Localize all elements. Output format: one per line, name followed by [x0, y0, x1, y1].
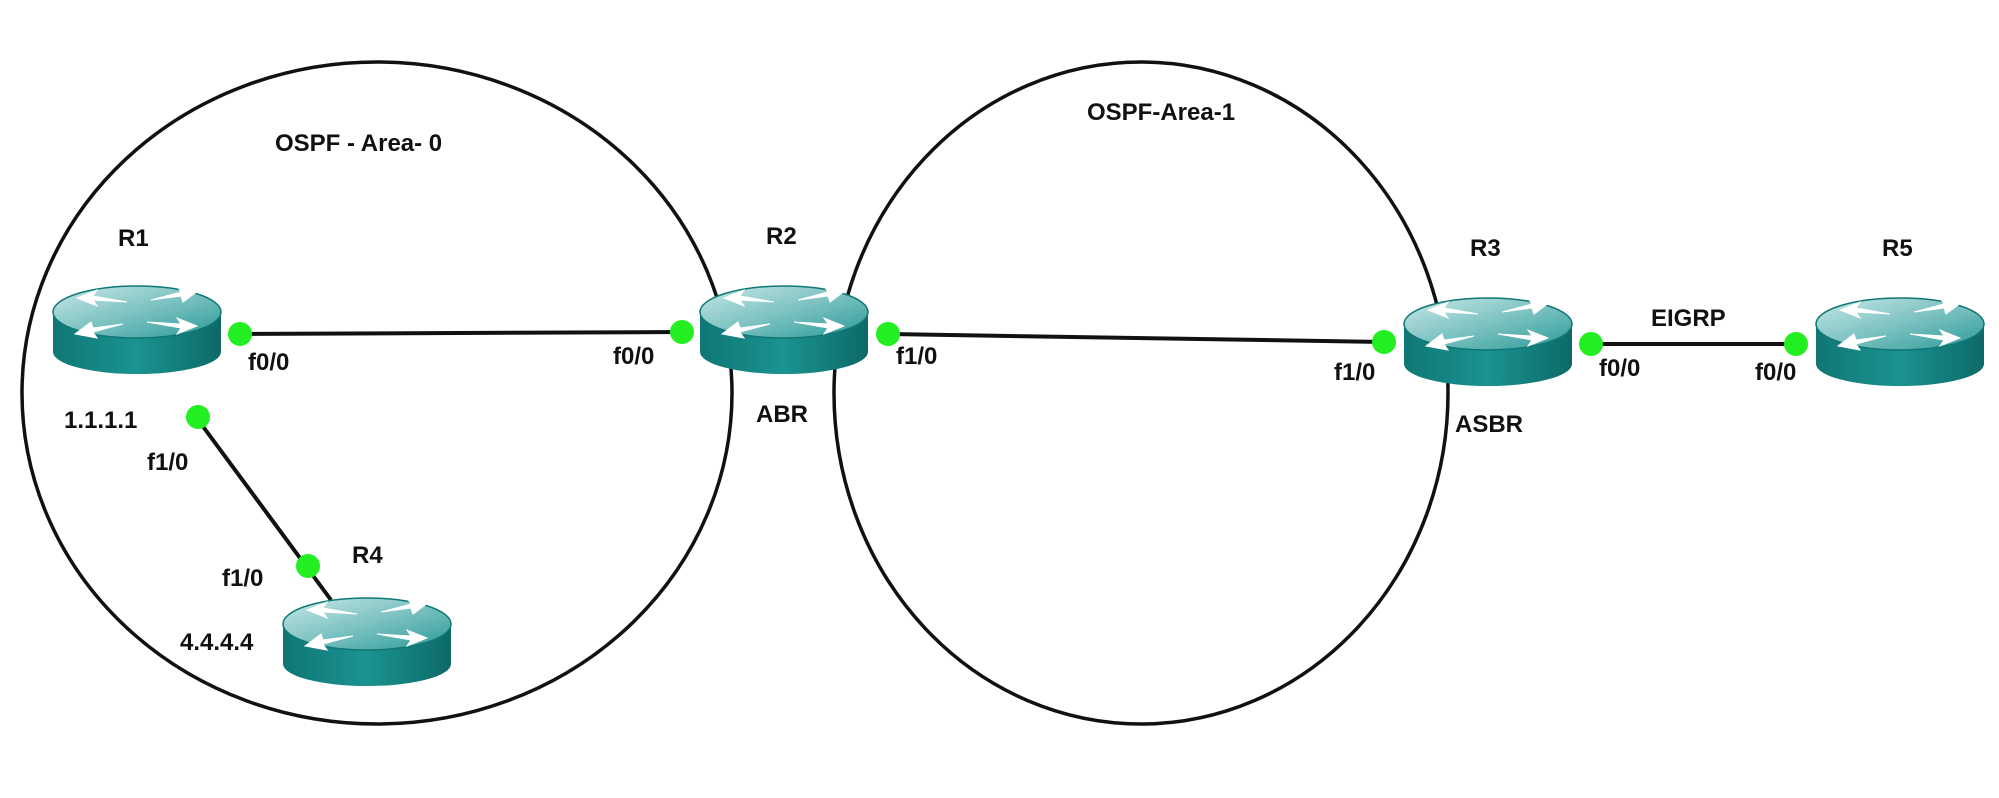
router-r3-role: ASBR — [1455, 411, 1523, 438]
router-r1-icon[interactable] — [52, 285, 222, 375]
router-r5-icon[interactable] — [1815, 297, 1985, 387]
r3-f1-0-label: f1/0 — [1334, 359, 1375, 386]
area-0-label: OSPF - Area- 0 — [275, 130, 442, 157]
eigrp-label: EIGRP — [1651, 305, 1726, 332]
ospf-area-1-boundary — [832, 60, 1450, 726]
r5-f0-0-label: f0/0 — [1755, 359, 1796, 386]
router-r3-name: R3 — [1470, 235, 1501, 262]
router-r4-id: 4.4.4.4 — [180, 629, 254, 656]
port-dot-r4-f1-0 — [296, 554, 320, 578]
r1-f0-0-label: f0/0 — [248, 349, 289, 376]
r4-f1-0-label: f1/0 — [222, 565, 263, 592]
router-r3-icon[interactable] — [1403, 297, 1573, 387]
router-r2-name: R2 — [766, 223, 797, 250]
port-dot-r3-f0-0 — [1579, 332, 1603, 356]
router-r1-name: R1 — [118, 225, 149, 252]
r2-f1-0-label: f1/0 — [896, 343, 937, 370]
router-r5-name: R5 — [1882, 235, 1913, 262]
link-r2-r3 — [887, 332, 1385, 344]
router-r4-name: R4 — [352, 542, 383, 569]
router-r2-icon[interactable] — [699, 285, 869, 375]
r1-f1-0-label: f1/0 — [147, 449, 188, 476]
router-r4-icon[interactable] — [282, 597, 452, 687]
router-r2-role: ABR — [756, 401, 808, 428]
r2-f0-0-label: f0/0 — [613, 343, 654, 370]
ospf-area-0-boundary — [20, 60, 734, 726]
port-dot-r1-f0-0 — [228, 322, 252, 346]
r3-f0-0-label: f0/0 — [1599, 355, 1640, 382]
port-dot-r2-f1-0 — [876, 322, 900, 346]
area-1-label: OSPF-Area-1 — [1087, 99, 1235, 126]
router-r1-id: 1.1.1.1 — [64, 407, 137, 434]
port-dot-r5-f0-0 — [1784, 332, 1808, 356]
port-dot-r1-f1-0 — [186, 405, 210, 429]
link-r1-r2 — [237, 330, 683, 336]
port-dot-r3-f1-0 — [1372, 330, 1396, 354]
port-dot-r2-f0-0 — [670, 320, 694, 344]
